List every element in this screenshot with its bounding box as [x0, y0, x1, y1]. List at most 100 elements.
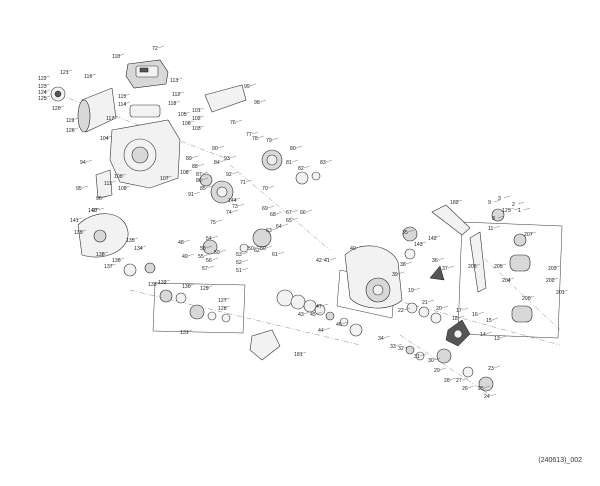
leader-line [197, 163, 205, 167]
callout-133: 133 [148, 281, 161, 288]
callout-label: 3 [498, 196, 501, 202]
callout-204: 204 [502, 277, 515, 284]
callout-label: 126 [66, 128, 75, 134]
leader-line [447, 265, 455, 269]
callout-98: 98 [254, 99, 267, 106]
leader-line [43, 75, 51, 79]
leader-line [217, 145, 225, 149]
leader-line [507, 207, 515, 211]
callout-label: 40 [350, 246, 356, 252]
callout-104: 104 [100, 135, 113, 142]
callout-64: 64 [276, 223, 289, 230]
leader-line [323, 327, 331, 331]
callout-202: 202 [546, 277, 559, 284]
leader-line [437, 257, 445, 261]
callout-115: 115 [118, 93, 131, 100]
leader-line [139, 245, 147, 249]
leader-line [75, 217, 83, 221]
callout-67: 67 [286, 209, 299, 216]
callout-label: 206 [468, 264, 477, 270]
callout-56: 56 [206, 257, 219, 264]
leader-line [71, 127, 79, 131]
callout-label: 65 [286, 218, 292, 224]
callout-48: 48 [178, 239, 191, 246]
callout-label: 135 [126, 238, 135, 244]
leader-line [299, 351, 307, 355]
callout-107: 107 [160, 175, 173, 182]
callout-label: 127 [218, 298, 227, 304]
callout-127: 127 [218, 297, 231, 304]
callout-label: 141 [70, 218, 79, 224]
callout-99: 99 [244, 83, 257, 90]
leader-line [205, 245, 213, 249]
callout-81: 81 [286, 159, 299, 166]
callout-label: 1 [518, 208, 521, 214]
callout-70: 70 [262, 185, 275, 192]
callout-label: 76 [230, 120, 236, 126]
leader-line [223, 305, 231, 309]
leader-line [493, 365, 501, 369]
callout-label: 88 [192, 164, 198, 170]
callout-label: 58 [200, 246, 206, 252]
gear-cluster [199, 149, 321, 255]
callout-label: 81 [286, 160, 292, 166]
callout-label: 23 [488, 366, 494, 372]
callout-9: 9 [488, 199, 501, 206]
callout-label: 129 [200, 286, 209, 292]
leader-line [223, 297, 231, 301]
leader-line [305, 209, 313, 213]
callout-37: 37 [442, 265, 455, 272]
callout-206: 206 [468, 263, 481, 270]
callout-125: 125 [38, 95, 51, 102]
callout-label: 122 [38, 76, 47, 82]
callout-94: 94 [80, 159, 93, 166]
callout-45: 45 [310, 311, 323, 318]
callout-55: 55 [198, 253, 211, 260]
callout-201: 201 [556, 289, 569, 296]
callout-label: 78 [252, 136, 258, 142]
callout-label: 140 [88, 208, 97, 214]
callout-100: 100 [114, 173, 127, 180]
callout-143: 143 [414, 241, 427, 248]
leader-line [259, 99, 267, 103]
callout-135: 135 [126, 237, 139, 244]
callout-112: 112 [172, 91, 185, 98]
callout-label: 142 [428, 236, 437, 242]
callout-35: 35 [402, 229, 415, 236]
callout-25: 25 [478, 385, 491, 392]
leader-line [341, 321, 349, 325]
leader-line [413, 287, 421, 291]
callout-84: 84 [214, 159, 227, 166]
left-spool [50, 86, 117, 133]
leader-line [355, 245, 363, 249]
leader-line [183, 111, 191, 115]
callout-43: 43 [298, 311, 311, 318]
callout-label: 115 [118, 94, 126, 100]
callout-label: 57 [202, 266, 208, 272]
callout-label: 11 [488, 226, 493, 232]
callout-130: 130 [182, 283, 195, 290]
leader-line [71, 117, 79, 121]
leader-line [265, 245, 273, 249]
callout-134: 134 [134, 245, 147, 252]
leader-line [109, 180, 117, 184]
callout-74: 74 [226, 209, 239, 216]
callout-77: 77 [246, 131, 259, 138]
callout-138: 138 [96, 251, 109, 258]
callout-80: 80 [290, 145, 303, 152]
leader-line [477, 311, 485, 315]
leader-line [267, 205, 275, 209]
callout-label: 139 [74, 230, 83, 236]
callout-21: 21 [422, 299, 435, 306]
leader-line [211, 257, 219, 261]
callout-label: 124 [38, 90, 47, 96]
callout-110: 110 [112, 53, 125, 60]
leader-line [185, 329, 193, 333]
callout-label: 13 [494, 336, 500, 342]
callout-label: 200 [522, 296, 531, 302]
leader-line [281, 223, 289, 227]
callout-label: 34 [378, 336, 384, 342]
callout-20: 20 [436, 305, 449, 312]
leader-line [219, 159, 227, 163]
callout-label: 100 [114, 174, 123, 180]
